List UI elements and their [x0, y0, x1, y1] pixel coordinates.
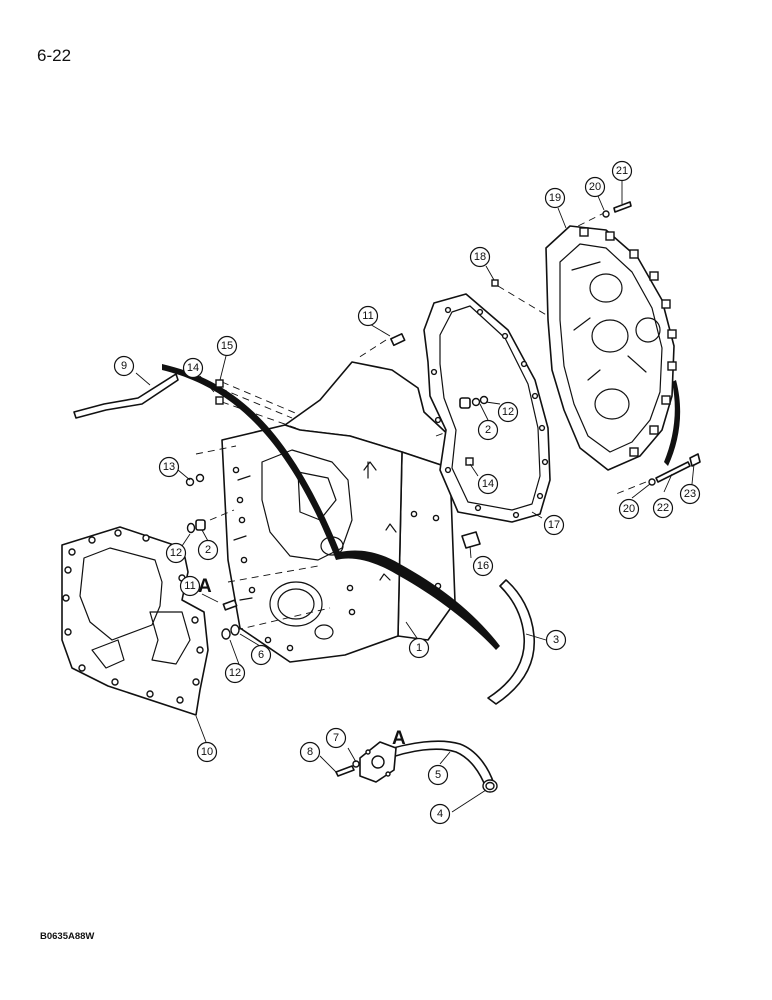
callout-13: 13 [158, 456, 180, 478]
svg-text:10: 10 [201, 746, 213, 758]
callout-6: 6 [250, 644, 272, 666]
svg-text:8: 8 [307, 746, 313, 758]
callout-14-right: 14 [477, 473, 499, 495]
svg-text:22: 22 [657, 502, 669, 514]
svg-text:2: 2 [485, 424, 491, 436]
hardware-parts [185, 201, 701, 640]
callout-19: 19 [544, 187, 566, 209]
callout-leaders [135, 180, 695, 813]
callout-20-upper: 20 [584, 176, 606, 198]
rear-gasket [423, 293, 551, 523]
transmission-case [221, 361, 456, 663]
svg-text:3: 3 [553, 634, 559, 646]
callout-16: 16 [472, 555, 494, 577]
rear-cover-plate [545, 225, 681, 471]
svg-text:14: 14 [187, 362, 199, 374]
tube-with-flange [335, 740, 498, 793]
callout-5: 5 [427, 764, 449, 786]
callout-15: 15 [216, 335, 238, 357]
callout-20-lower: 20 [618, 498, 640, 520]
svg-text:15: 15 [221, 340, 233, 352]
callout-12-right: 12 [497, 401, 519, 423]
internal-tube-sweep [162, 364, 500, 650]
svg-text:5: 5 [435, 769, 441, 781]
callout-11-lower: 11 [179, 575, 201, 597]
callout-11-upper: 11 [357, 305, 379, 327]
dowel-pin-upper [390, 333, 406, 347]
svg-text:1: 1 [416, 642, 422, 654]
svg-text:13: 13 [163, 461, 175, 473]
callout-14-left: 14 [182, 357, 204, 379]
svg-text:9: 9 [121, 360, 127, 372]
callout-4: 4 [429, 803, 451, 825]
svg-text:12: 12 [170, 547, 182, 559]
callout-21: 21 [611, 160, 633, 182]
svg-text:17: 17 [548, 519, 560, 531]
callout-12-left: 12 [165, 542, 187, 564]
svg-text:20: 20 [623, 503, 635, 515]
page-number: 6-22 [37, 46, 72, 65]
svg-text:18: 18 [474, 251, 486, 263]
svg-text:4: 4 [437, 808, 443, 820]
callout-bubbles: 1 2 2 3 4 5 6 7 8 9 10 11 11 12 12 12 13… [113, 160, 701, 825]
callout-12-lower: 12 [224, 662, 246, 684]
svg-text:14: 14 [482, 478, 494, 490]
callout-7: 7 [325, 727, 347, 749]
callout-8: 8 [299, 741, 321, 763]
svg-text:12: 12 [229, 667, 241, 679]
svg-text:23: 23 [684, 488, 696, 500]
callout-3: 3 [545, 629, 567, 651]
callout-23: 23 [679, 483, 701, 505]
svg-text:16: 16 [477, 560, 489, 572]
callout-1: 1 [408, 637, 430, 659]
front-gasket-plate [61, 526, 209, 716]
svg-text:2: 2 [205, 544, 211, 556]
callout-17: 17 [543, 514, 565, 536]
callout-18: 18 [469, 246, 491, 268]
callout-2-left: 2 [197, 539, 219, 561]
svg-text:11: 11 [362, 310, 373, 322]
callout-10: 10 [196, 741, 218, 763]
cover-bolt-bosses [579, 227, 677, 457]
figure-code: B0635A88W [40, 931, 95, 942]
svg-text:12: 12 [502, 406, 514, 418]
svg-text:20: 20 [589, 181, 601, 193]
callout-22: 22 [652, 497, 674, 519]
svg-text:6: 6 [258, 649, 264, 661]
callout-9: 9 [113, 355, 135, 377]
svg-text:21: 21 [616, 165, 628, 177]
svg-text:7: 7 [333, 732, 339, 744]
callout-2-right: 2 [477, 419, 499, 441]
reference-mark-a-case: A [198, 576, 212, 597]
svg-text:19: 19 [549, 192, 561, 204]
breather-tube [73, 373, 179, 419]
rear-gasket-holes [430, 306, 549, 519]
suction-tube [487, 579, 536, 705]
svg-text:11: 11 [184, 580, 195, 592]
reference-mark-a-tube: A [392, 728, 406, 749]
